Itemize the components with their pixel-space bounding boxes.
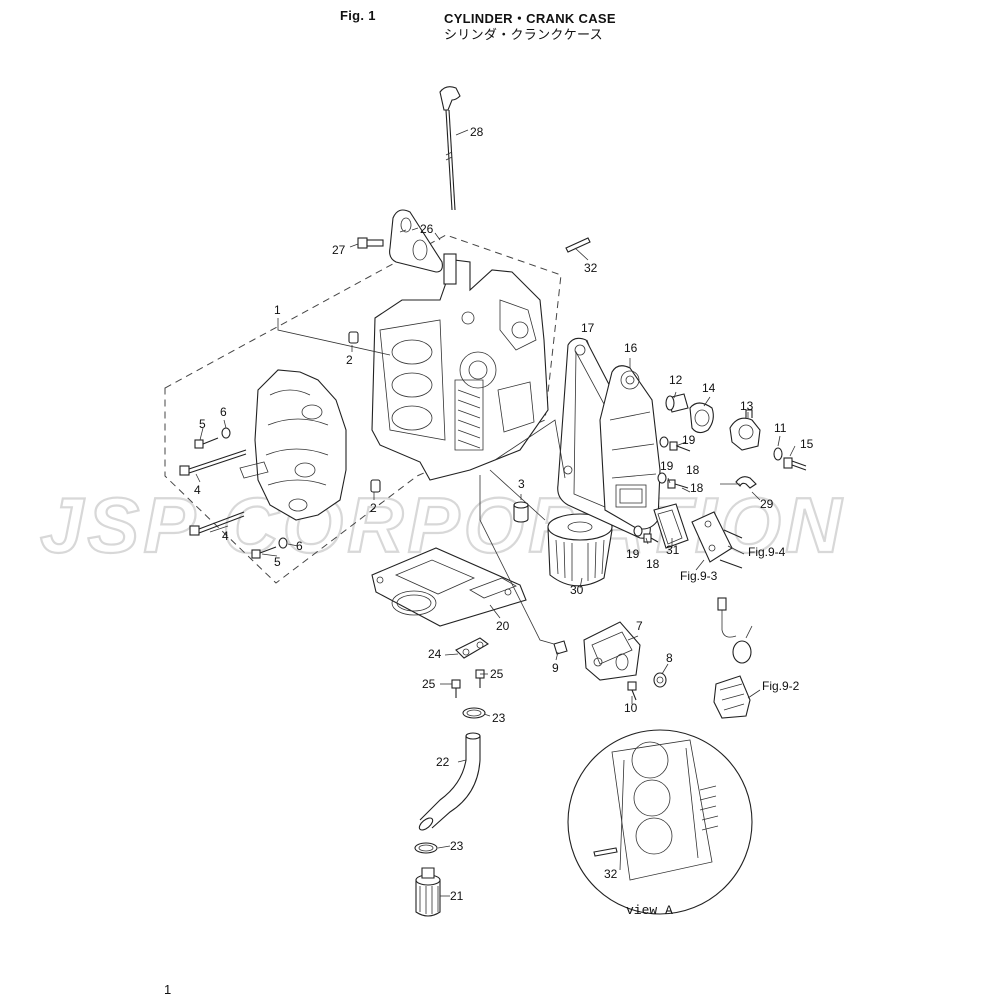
- fig-ref-9-3[interactable]: Fig.9-3: [680, 569, 718, 583]
- leader-lines: [195, 232, 796, 897]
- callout-6: 6: [220, 405, 227, 419]
- callout-5: 5: [274, 555, 281, 569]
- gasket-31: [653, 503, 689, 549]
- thermostat: [665, 393, 689, 413]
- washer-6-lower: [278, 537, 288, 549]
- washer-6-upper: [221, 427, 231, 439]
- bolt-5-lower: [251, 546, 277, 559]
- gasket-14: [689, 402, 714, 434]
- callout-6: 6: [296, 539, 303, 553]
- view-a-detail: [567, 729, 753, 915]
- callout-30: 30: [570, 583, 584, 597]
- callout-17: 17: [581, 321, 595, 335]
- callout-24: 24: [428, 647, 442, 661]
- callout-19: 19: [626, 547, 640, 561]
- washer-19-a: [659, 436, 669, 448]
- cylinder-block: [371, 253, 549, 481]
- callout-2: 2: [370, 501, 377, 515]
- gasket-20: [371, 547, 527, 627]
- clamp-23-lower: [414, 842, 438, 854]
- plug-2-lower: [370, 479, 381, 493]
- callout-25: 25: [490, 667, 504, 681]
- clip-29: [720, 476, 757, 489]
- page-title-japanese: シリンダ・クランクケース: [444, 28, 603, 43]
- callout-32: 32: [604, 867, 618, 881]
- callout-18: 18: [646, 557, 660, 571]
- callout-29: 29: [760, 497, 774, 511]
- bolt-25-b: [475, 669, 485, 688]
- page-title: CYLINDER・CRANK CASE: [444, 11, 616, 26]
- plug-9: [553, 640, 568, 655]
- callout-23: 23: [450, 839, 464, 853]
- bolt-8: [653, 672, 667, 688]
- callout-8: 8: [666, 651, 673, 665]
- callout-20: 20: [496, 619, 510, 633]
- washer-19-c: [633, 525, 643, 537]
- callout-19: 19: [682, 433, 696, 447]
- oil-filter: [547, 513, 613, 587]
- bolt-4-upper: [179, 449, 247, 476]
- callout-10: 10: [624, 701, 638, 715]
- callout-27: 27: [332, 243, 346, 257]
- callout-16: 16: [624, 341, 638, 355]
- thermostat-cover: [729, 409, 761, 451]
- bolt-15: [783, 457, 807, 471]
- bolt-18-b: [667, 479, 689, 489]
- callout-18: 18: [690, 481, 704, 495]
- callout-19: 19: [660, 459, 674, 473]
- bracket: [389, 209, 443, 273]
- assembly-outline: [164, 234, 562, 584]
- sensor-assembly: [713, 597, 753, 719]
- strainer: [415, 867, 441, 917]
- callout-4: 4: [222, 529, 229, 543]
- callout-31: 31: [666, 543, 680, 557]
- fig-ref-9-2[interactable]: Fig.9-2: [762, 679, 800, 693]
- pin-32: [565, 237, 591, 253]
- callout-1: 1: [274, 303, 281, 317]
- washer-11: [773, 447, 783, 461]
- figure-label: Fig. 1: [340, 8, 376, 23]
- fig-ref-9-4[interactable]: Fig.9-4: [748, 545, 786, 559]
- callout-11: 11: [774, 421, 787, 435]
- dipstick: [439, 86, 469, 211]
- callout-9: 9: [552, 661, 559, 675]
- callout-7: 7: [636, 619, 643, 633]
- hose: [418, 732, 481, 831]
- callout-14: 14: [702, 381, 716, 395]
- collar: [513, 501, 529, 523]
- callout-13: 13: [740, 399, 754, 413]
- callout-3: 3: [518, 477, 525, 491]
- bolt-4-lower: [189, 511, 245, 536]
- callout-25: 25: [422, 677, 436, 691]
- bolt-27: [357, 237, 384, 249]
- callout-23: 23: [492, 711, 506, 725]
- cover-16: [599, 365, 661, 530]
- washer-19-b: [657, 472, 667, 484]
- bracket-7: [583, 621, 641, 681]
- callout-labels: 1 2 2 3 4 4 5 5 6 6 7 8 9 10 11 12 13 14…: [194, 125, 814, 903]
- callout-18: 18: [686, 463, 700, 477]
- page-number: 1: [164, 982, 172, 997]
- bolt-5-upper: [194, 437, 219, 449]
- clamp-23-upper: [462, 707, 486, 719]
- crank-case: [239, 369, 347, 521]
- callout-21: 21: [450, 889, 464, 903]
- callout-5: 5: [199, 417, 206, 431]
- callout-4: 4: [194, 483, 201, 497]
- bolt-25-a: [451, 679, 461, 698]
- view-a-label: view A: [626, 903, 673, 918]
- callout-26: 26: [420, 222, 434, 236]
- callout-15: 15: [800, 437, 814, 451]
- callout-28: 28: [470, 125, 484, 139]
- plug-2-upper: [348, 331, 359, 344]
- bolt-10: [627, 681, 637, 701]
- callout-32: 32: [584, 261, 598, 275]
- callout-2: 2: [346, 353, 353, 367]
- plate-24: [455, 637, 489, 659]
- callout-22: 22: [436, 755, 450, 769]
- callout-12: 12: [669, 373, 683, 387]
